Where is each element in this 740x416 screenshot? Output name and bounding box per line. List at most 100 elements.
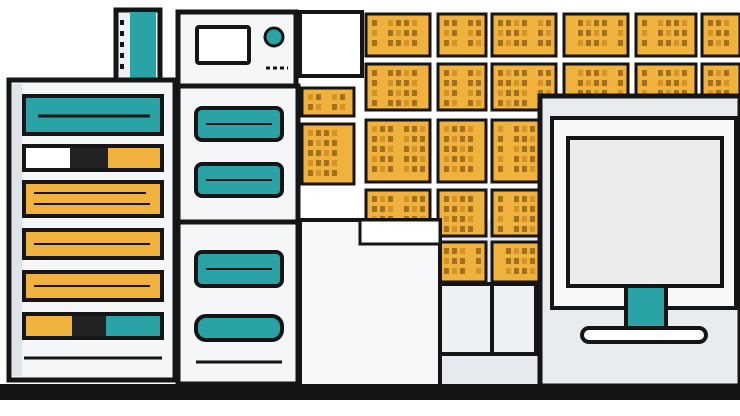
grid-cell xyxy=(538,20,543,26)
grid-cell xyxy=(594,30,599,36)
grid-cell xyxy=(618,70,623,76)
grid-cell xyxy=(498,126,503,132)
grid-cell xyxy=(618,90,623,96)
grid-cell xyxy=(404,80,409,86)
grid-cell xyxy=(506,100,511,106)
grid-cell xyxy=(586,90,591,96)
grid-cell xyxy=(460,156,465,162)
grid-cell xyxy=(388,126,393,132)
grid-cell xyxy=(530,126,535,132)
grid-cell xyxy=(586,80,591,86)
grid-cell xyxy=(452,126,457,132)
grid-cell xyxy=(546,40,551,46)
grid-cell xyxy=(444,100,449,106)
grid-cell xyxy=(506,258,511,264)
grid-cell xyxy=(530,258,535,264)
grid-cell xyxy=(444,196,449,202)
grid-cell xyxy=(444,226,449,232)
grid-cell xyxy=(724,20,729,26)
grid-cell xyxy=(522,80,527,86)
grid-cell xyxy=(538,90,543,96)
grid-cell xyxy=(460,268,465,274)
grid-cell xyxy=(546,30,551,36)
grid-cell xyxy=(420,146,425,152)
grid-cell xyxy=(498,30,503,36)
grid-cell xyxy=(316,150,321,156)
grid-cell xyxy=(514,248,519,254)
grid-cell xyxy=(522,40,527,46)
grid-cell xyxy=(522,248,527,254)
grid-cell xyxy=(452,258,457,264)
grid-cell xyxy=(476,30,481,36)
grid-cell xyxy=(324,170,329,176)
grid-cell xyxy=(586,70,591,76)
grid-cell xyxy=(546,80,551,86)
grid-cell xyxy=(468,166,473,172)
grid-cell xyxy=(444,136,449,142)
grid-cell xyxy=(444,258,449,264)
grid-cell xyxy=(666,30,671,36)
grid-cell xyxy=(506,80,511,86)
grid-cell xyxy=(468,30,473,36)
grid-cell xyxy=(666,90,671,96)
grid-cell xyxy=(708,30,713,36)
grid-cell xyxy=(682,40,687,46)
grid-cell xyxy=(682,20,687,26)
grid-cell xyxy=(522,136,527,142)
grid-cell xyxy=(602,70,607,76)
grid-cell xyxy=(452,100,457,106)
grid-cell xyxy=(380,136,385,142)
grid-cell xyxy=(404,156,409,162)
grid-cell xyxy=(514,30,519,36)
grid-cell xyxy=(444,156,449,162)
grid-cell xyxy=(498,166,503,172)
grid-cell xyxy=(586,20,591,26)
grid-cell xyxy=(404,146,409,152)
grid-cell xyxy=(530,196,535,202)
grid-cell xyxy=(420,206,425,212)
grid-cell xyxy=(578,30,583,36)
grid-cell xyxy=(324,160,329,166)
grid-cell xyxy=(716,80,721,86)
grid-cell xyxy=(444,146,449,152)
grid-cell xyxy=(708,80,713,86)
grid-cell xyxy=(546,20,551,26)
grid-cell xyxy=(444,90,449,96)
grid-cell xyxy=(618,80,623,86)
grid-cell xyxy=(530,268,535,274)
grid-cell xyxy=(658,40,663,46)
grid-cell xyxy=(708,20,713,26)
grid-cell xyxy=(452,196,457,202)
grid-cell xyxy=(412,40,417,46)
grid-cell xyxy=(452,166,457,172)
grid-cell xyxy=(658,20,663,26)
grid-cell xyxy=(724,40,729,46)
grid-cell xyxy=(602,90,607,96)
grid-cell xyxy=(332,130,337,136)
grid-cell xyxy=(708,90,713,96)
grid-cell xyxy=(618,30,623,36)
grid-cell xyxy=(522,20,527,26)
grid-cell xyxy=(332,170,337,176)
grid-cell xyxy=(538,30,543,36)
grid-cell xyxy=(460,196,465,202)
grid-cell xyxy=(388,136,393,142)
grid-cell xyxy=(380,156,385,162)
grid-cell xyxy=(666,70,671,76)
grid-cell xyxy=(530,166,535,172)
grid-cell xyxy=(674,80,679,86)
grid-cell xyxy=(460,206,465,212)
grid-cell xyxy=(452,90,457,96)
grid-cell xyxy=(316,104,321,110)
server-tower-icon xyxy=(175,83,301,387)
grid-cell xyxy=(468,126,473,132)
grid-cell xyxy=(708,40,713,46)
grid-cell xyxy=(316,94,321,100)
grid-cell xyxy=(724,70,729,76)
grid-cell xyxy=(594,70,599,76)
grid-cell xyxy=(522,206,527,212)
grid-cell xyxy=(444,70,449,76)
grid-cell xyxy=(498,136,503,142)
grid-cell xyxy=(460,166,465,172)
